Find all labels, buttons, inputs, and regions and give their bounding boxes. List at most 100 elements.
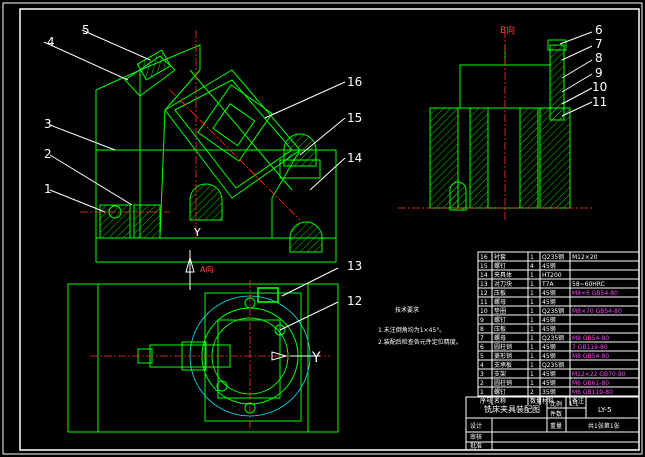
side-view: B向 — [398, 24, 592, 222]
checker-label: 审核 — [470, 433, 482, 441]
balloon-14: 14 — [347, 151, 362, 165]
bom-cell-mat: Q235钢 — [542, 253, 564, 261]
bom-cell-no: 8 — [480, 326, 484, 333]
bom-cell-no: 3 — [480, 371, 484, 378]
bom-cell-no: 4 — [480, 362, 484, 369]
bom-cell-mat: 45钢 — [542, 298, 556, 306]
bom-cell-note: 58~60HRC — [572, 281, 605, 288]
bom-cell-note: M8 GB54-80 — [572, 335, 609, 342]
bom-cell-mat: 45钢 — [542, 262, 556, 270]
bom-cell-qty: 1 — [530, 380, 534, 387]
front-view: Y — [80, 30, 337, 263]
balloon-15: 15 — [347, 111, 362, 125]
bom-cell-name: 螺钉 — [494, 316, 506, 324]
bom-header-name: 名称 — [494, 397, 506, 405]
drawing-no: LY-5 — [598, 406, 611, 414]
balloon-3: 3 — [44, 117, 52, 131]
bom-cell-no: 10 — [480, 308, 488, 315]
bom-cell-qty: 4 — [530, 263, 534, 270]
bom-cell-name: 压板 — [494, 289, 506, 297]
approver-label: 批准 — [470, 442, 482, 450]
balloon-1: 1 — [44, 182, 52, 196]
bom-cell-qty: 1 — [530, 362, 534, 369]
tech-req-title: 技术要求 — [395, 306, 419, 314]
bom-cell-qty: 2 — [530, 389, 534, 396]
bom-cell-note: M12×22 GB70-80 — [572, 371, 626, 378]
balloon-7: 7 — [595, 37, 603, 51]
bom-cell-note: M8×70 GB54-80 — [572, 308, 622, 315]
bom-cell-mat: Q235钢 — [542, 334, 564, 342]
balloon-11: 11 — [592, 95, 607, 109]
bom-cell-name: 螺钉 — [494, 388, 506, 396]
bom-cell-mat: T7A — [541, 281, 554, 288]
tech-requirements: 技术要求 1.未注倒角均为1×45°。 2.装配后检查各元件定位精度。 — [378, 306, 462, 346]
bom-cell-no: 11 — [480, 299, 488, 306]
balloon-9: 9 — [595, 66, 603, 80]
balloon-16: 16 — [347, 75, 362, 89]
bom-cell-name: 垫圈 — [494, 307, 506, 315]
bom-header-qty: 数量 — [530, 397, 542, 405]
bom-cell-name: 压板 — [494, 325, 506, 333]
title-block: 铣床夹具装配图 比例 1:1 件数 LY-5 重量 共1张第1张 设计 审核 批… — [465, 396, 640, 451]
balloon-4: 4 — [47, 35, 55, 49]
section-mark-b: B向 — [500, 24, 515, 36]
bom-header-mat: 材料 — [542, 397, 554, 405]
bom-cell-no: 13 — [480, 281, 488, 288]
bom-cell-name: 对刀块 — [494, 280, 512, 288]
bom-cell-no: 5 — [480, 353, 484, 360]
view-mark-a: A向 — [200, 264, 213, 274]
bom-cell-qty: 1 — [530, 335, 534, 342]
balloon-6: 6 — [595, 23, 603, 37]
scale-value: 1:1 — [569, 401, 579, 408]
balloon-2: 2 — [44, 147, 52, 161]
tech-req-line-2: 2.装配后检查各元件定位精度。 — [378, 338, 462, 346]
bom-cell-name: 螺母 — [494, 298, 506, 306]
bom-cell-no: 1 — [480, 389, 484, 396]
bom-cell-note: M8×6 GB54-80 — [572, 290, 618, 297]
view-mark-b-arrow: Y — [311, 350, 321, 366]
bom-cell-mat: 45钢 — [542, 316, 556, 324]
bom-cell-no: 2 — [480, 380, 484, 387]
bom-cell-qty: 1 — [530, 353, 534, 360]
designer-label: 设计 — [470, 422, 482, 430]
bom-header-no: 序号 — [480, 397, 492, 405]
bom-cell-name: 支承板 — [494, 361, 512, 369]
sheet-inner-border — [19, 8, 640, 451]
balloon-12: 12 — [347, 294, 362, 308]
bom-cell-qty: 1 — [530, 299, 534, 306]
bom-cell-name: 螺母 — [494, 334, 506, 342]
bom-row: 11 螺母 1 45钢 — [478, 298, 639, 307]
bom-cell-qty: 1 — [530, 272, 534, 279]
bom-cell-qty: 1 — [530, 326, 534, 333]
bom-cell-name: 支架 — [494, 370, 506, 378]
balloon-10: 10 — [592, 80, 607, 94]
bom-cell-qty: 1 — [530, 344, 534, 351]
bom-cell-note: M6 GB119-80 — [572, 389, 613, 396]
count-label: 件数 — [550, 410, 562, 418]
bom-cell-name: 衬套 — [494, 253, 506, 261]
bom-cell-mat: 35钢 — [542, 388, 556, 396]
balloon-13: 13 — [347, 259, 362, 273]
front-balloons: 1 2 3 4 5 16 15 14 — [43, 23, 362, 213]
bom-cell-no: 12 — [480, 290, 488, 297]
bom-row: 1 螺钉 2 35钢 M6 GB119-80 — [478, 388, 639, 397]
weight-label: 重量 — [550, 422, 562, 430]
bom-cell-no: 14 — [480, 272, 488, 279]
bom-cell-no: 9 — [480, 317, 484, 324]
scale-label: 比例 — [550, 400, 562, 408]
bom-cell-note: M6 GB61-80 — [572, 380, 609, 387]
bom-cell-qty: 1 — [530, 308, 534, 315]
bom-header-note: 备注 — [572, 397, 584, 405]
bom-cell-note: M8 GB54-80 — [572, 353, 609, 360]
